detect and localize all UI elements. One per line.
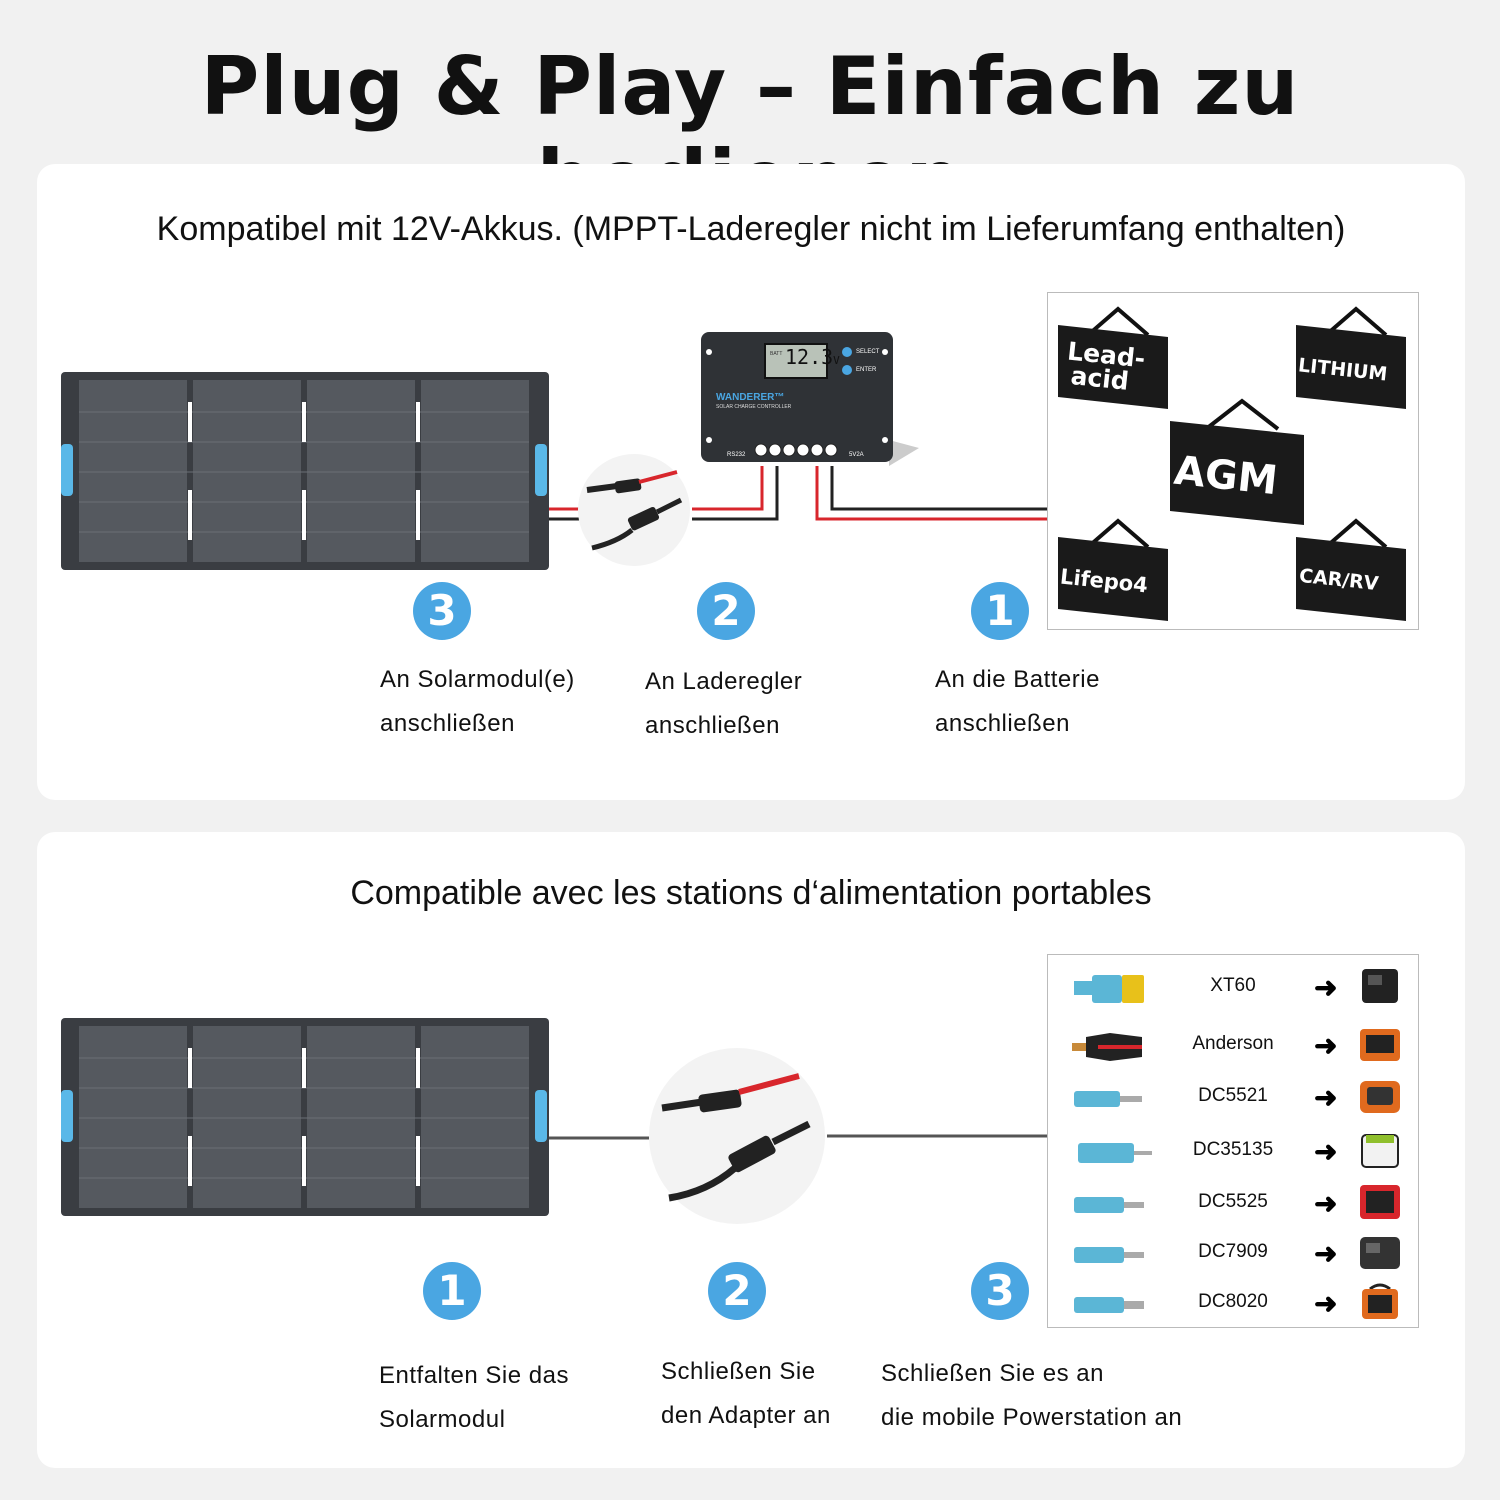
step-number-2: 2 [697,582,755,640]
controller-port-right: 5V2A [849,452,864,458]
battery-lead-acid [1058,306,1168,409]
power-station-icon [1360,1081,1400,1113]
anderson-plug-icon [1072,1033,1142,1061]
connector-types-box: XT60 ➜ Anderson ➜ DC5521 ➜ DC35135 ➜ [1047,954,1419,1328]
controller-display-value: 12.3V [785,345,840,369]
battery-types-box: Lead-acid LITHIUM AGM Lifepo4 CAR/RV [1047,292,1419,630]
step-number-3: 3 [413,582,471,640]
step-text-solar-module: An Solarmodul(e) anschließen [380,666,575,737]
arrow-right-icon: ➜ [1314,1238,1338,1269]
connector-row-dc35135: DC35135 ➜ [1048,1125,1418,1175]
step-number-1: 1 [423,1262,481,1320]
arrow-right-icon: ➜ [1314,972,1338,1003]
connector-row-dc7909: DC7909 ➜ [1048,1227,1418,1277]
connector-row-dc5521: DC5521 ➜ [1048,1071,1418,1121]
step-number-1: 1 [971,582,1029,640]
arrow-right-icon: ➜ [1314,1030,1338,1061]
dc5525-plug-icon [1074,1197,1144,1213]
solar-panel [61,1018,549,1216]
power-station-compatibility-card: Compatible avec les stations d‘alimentat… [37,832,1465,1468]
mc4-connector-image [649,1048,825,1224]
power-station-icon [1362,969,1398,1003]
controller-select-label: SELECT [856,349,880,355]
battery-car-rv [1296,518,1406,621]
battery-lifepo4 [1058,518,1168,621]
step-number-3: 3 [971,1262,1029,1320]
power-station-icon [1361,1134,1399,1168]
mc4-connector-image [578,454,690,566]
power-station-icon [1360,1237,1400,1269]
section-subtitle: Kompatibel mit 12V-Akkus. (MPPT-Laderegl… [156,210,1346,248]
xt60-plug-icon [1074,975,1144,1003]
connector-row-dc8020: DC8020 ➜ [1048,1277,1418,1327]
controller-batt-label: BATT [770,351,783,357]
battery-lithium [1296,306,1406,409]
step-text-unfold-panel: Entfalten Sie das Solarmodul [379,1362,569,1433]
arrow-right-icon: ➜ [1314,1188,1338,1219]
dc35135-plug-icon [1078,1143,1152,1163]
solar-panel [61,372,549,570]
step-number-2: 2 [708,1262,766,1320]
battery-compatibility-card: Kompatibel mit 12V-Akkus. (MPPT-Laderegl… [37,164,1465,800]
battery-label-lead-acid: Lead-acid [1065,336,1147,396]
dc5521-plug-icon [1074,1091,1142,1107]
arrow-right-icon: ➜ [1314,1136,1338,1167]
controller-brand: WANDERER™ [716,392,785,403]
connector-row-anderson: Anderson ➜ [1048,1019,1418,1069]
controller-port-left: RS232 [727,452,746,458]
step-text-connect-power-station: Schließen Sie es an die mobile Powerstat… [881,1360,1183,1431]
controller-brand-sub: SOLAR CHARGE CONTROLLER [716,404,792,410]
step-text-charge-controller: An Laderegler anschließen [645,668,803,739]
arrow-right-icon: ➜ [1314,1288,1338,1319]
charge-controller [701,332,919,466]
cable-line [547,1134,1047,1140]
power-station-icon [1360,1185,1400,1219]
power-station-icon [1360,1029,1400,1061]
controller-enter-label: ENTER [856,367,877,373]
wiring-diagram [547,466,1047,521]
step-text-battery: An die Batterie anschließen [935,666,1100,737]
connector-row-dc5525: DC5525 ➜ [1048,1177,1418,1227]
connector-row-xt60: XT60 ➜ [1048,961,1418,1011]
dc7909-plug-icon [1074,1247,1144,1263]
section-subtitle: Compatible avec les stations d‘alimentat… [350,874,1152,912]
dc8020-plug-icon [1074,1297,1144,1313]
battery-agm [1170,398,1304,525]
power-station-icon [1362,1283,1398,1319]
step-text-connect-adapter: Schließen Sie den Adapter an [661,1358,831,1429]
arrow-right-icon: ➜ [1314,1082,1338,1113]
